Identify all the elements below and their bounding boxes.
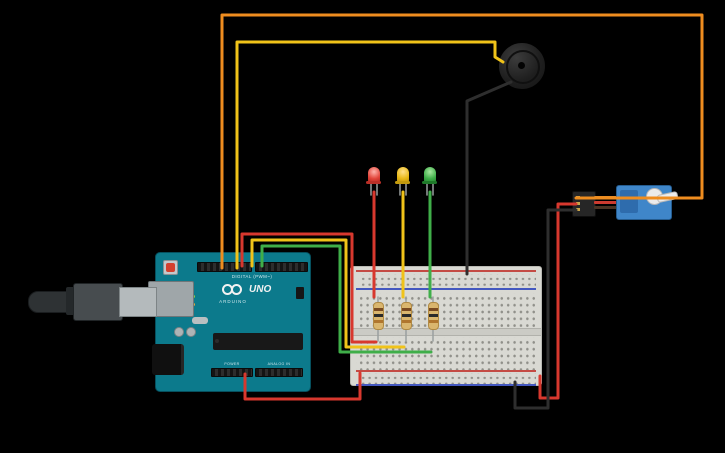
power-header[interactable] (211, 368, 253, 377)
chip-notch (215, 339, 219, 343)
bottom-positive-rail-line (356, 370, 536, 372)
led-green-flange (422, 181, 437, 184)
capacitor (174, 327, 184, 337)
servo-ribbon-red (594, 201, 618, 204)
crystal-oscillator (192, 317, 208, 324)
usb-plug-body[interactable] (73, 283, 123, 321)
resistor-band (374, 308, 383, 311)
wire-servo-power[interactable] (538, 202, 578, 400)
servo-pin-ground[interactable] (576, 208, 580, 211)
analog-pins-label: ANALOG IN (267, 362, 291, 366)
power-jack (152, 344, 184, 375)
capacitor (186, 327, 196, 337)
led-green[interactable] (424, 167, 436, 183)
servo-pin-power[interactable] (576, 202, 580, 205)
usb-plug-metal-tip (119, 287, 157, 317)
resistor-band (374, 320, 383, 323)
resistor-band (374, 314, 383, 317)
wire-power-rail[interactable] (243, 371, 362, 401)
top-positive-rail-line (356, 270, 536, 272)
wire-led-yellow-signal[interactable] (250, 238, 406, 349)
wire-buzzer-ground[interactable] (465, 80, 513, 276)
bottom-negative-rail-line (356, 384, 536, 386)
resistor-band (402, 308, 411, 311)
breadboard[interactable] (350, 266, 542, 386)
icsp-header[interactable] (296, 287, 304, 299)
piezo-buzzer[interactable] (498, 42, 546, 90)
resistor-band (429, 320, 438, 323)
center-channel (351, 328, 541, 336)
reset-button-cap (166, 263, 175, 272)
usb-cable-neck (66, 287, 75, 315)
resistor-1[interactable] (373, 302, 384, 330)
buzzer-center-hole (518, 62, 525, 69)
led-yellow[interactable] (397, 167, 409, 183)
led-red[interactable] (368, 167, 380, 183)
main-holes-upper[interactable] (356, 293, 538, 327)
buzzer-ring (506, 50, 540, 84)
arduino-brand-label: ARDUINO (219, 299, 247, 304)
resistor-band (429, 314, 438, 317)
power-pins-label: POWER (224, 362, 240, 366)
led-yellow-flange (395, 181, 410, 184)
top-negative-rail-line (356, 288, 536, 290)
servo-ribbon-brown (594, 206, 618, 209)
led-red-flange (366, 181, 381, 184)
digital-pins-label: DIGITAL (PWM~) (231, 274, 273, 279)
reset-button[interactable] (163, 260, 178, 275)
wire-led-green-signal[interactable] (260, 244, 433, 354)
resistor-band (402, 314, 411, 317)
bottom-rail-holes[interactable] (358, 373, 536, 384)
wire-buzzer-signal[interactable] (235, 40, 505, 270)
analog-header[interactable] (255, 368, 303, 377)
resistor-3[interactable] (428, 302, 439, 330)
resistor-band (429, 308, 438, 311)
resistor-2[interactable] (401, 302, 412, 330)
wire-led-red-signal[interactable] (240, 232, 378, 344)
servo-stripe (620, 190, 638, 213)
wire-servo-signal[interactable] (220, 13, 704, 270)
resistor-band (402, 320, 411, 323)
main-holes-lower[interactable] (356, 337, 538, 371)
uno-label: UNO (249, 284, 272, 295)
wire-servo-ground[interactable] (513, 208, 578, 410)
arduino-logo-icon (231, 284, 242, 295)
atmega-chip (213, 333, 303, 350)
digital-header-right[interactable] (255, 262, 308, 272)
